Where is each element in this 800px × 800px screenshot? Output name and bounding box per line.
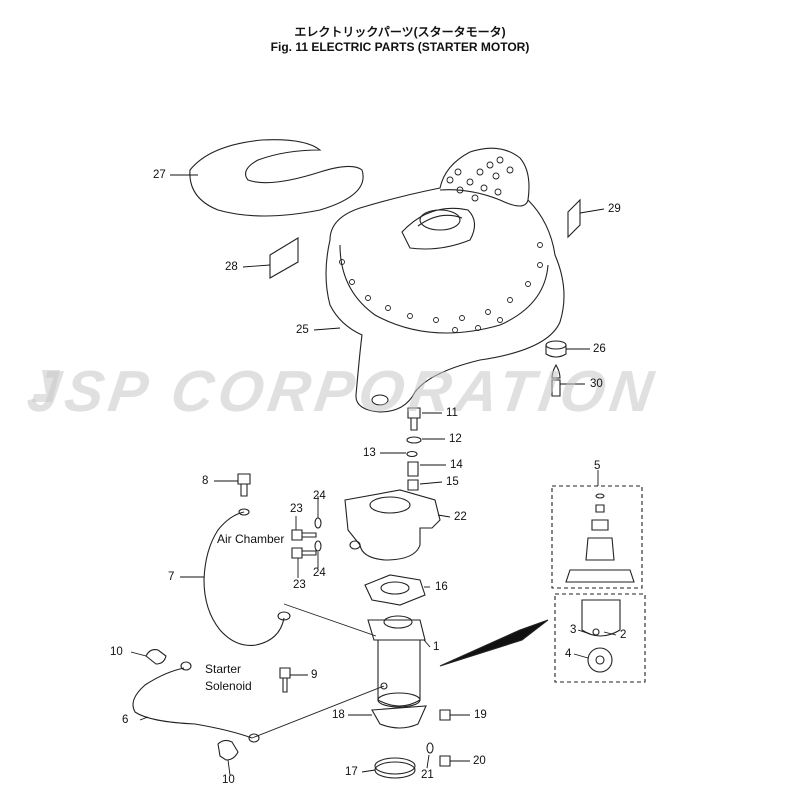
callout-16: 16 [435,581,448,593]
part-24-washer-a [314,517,322,529]
callout-19: 19 [474,709,487,721]
part-30-fitting [551,363,561,397]
callout-12: 12 [449,433,462,445]
part-18-bracket [371,705,427,729]
callout-1: 1 [433,641,440,653]
part-4-plate [587,647,613,673]
callout-26: 26 [593,343,606,355]
title-english: Fig. 11 ELECTRIC PARTS (STARTER MOTOR) [270,40,530,54]
callout-30: 30 [590,378,603,390]
callout-3: 3 [570,624,577,636]
callout-11: 11 [446,407,458,419]
part-20-bolt [439,755,451,767]
part-10-cap-b [217,739,239,761]
callout-27: 27 [153,169,166,181]
callout-25: 25 [296,324,309,336]
callout-7: 7 [168,571,175,583]
callout-17: 17 [345,766,358,778]
callout-2: 2 [620,629,627,641]
exploded-view-box-5 [551,485,643,589]
callout-arrow [439,619,549,667]
part-29-label [567,198,581,239]
callout-6: 6 [122,714,129,726]
callout-22: 22 [454,511,467,523]
callout-9: 9 [311,669,318,681]
part-17-band [374,761,416,779]
callout-21: 21 [421,769,434,781]
solenoid-label: Solenoid [205,679,252,693]
exploded-view-box-2-4 [554,593,646,683]
callout-18: 18 [332,709,345,721]
callout-13: 13 [363,447,376,459]
callout-15: 15 [446,476,459,488]
air-chamber-label: Air Chamber [217,532,285,546]
callout-4: 4 [565,648,572,660]
part-21-washer [426,742,434,754]
part-12-washer [406,436,422,444]
callout-10-upper: 10 [110,646,123,658]
part-11-bolt [407,407,421,431]
callout-20: 20 [473,755,486,767]
part-25-cover [325,147,565,413]
callout-14: 14 [450,459,463,471]
part-27-sheet [189,139,364,217]
watermark-text: JSP CORPORATION [23,359,662,424]
part-7-hose [203,511,285,646]
part-6-cable [132,667,253,739]
callout-8: 8 [202,475,209,487]
part-19-bolt [439,709,451,721]
part-9-bolt [279,667,291,693]
part-23-bolt-b [291,547,317,559]
part-15-nut [407,479,419,491]
part-26-grommet [545,340,567,358]
part-28-label [269,237,299,279]
title-japanese: エレクトリックパーツ(スタータモータ) [294,25,506,39]
callout-29: 29 [608,203,621,215]
part-10-cap-a [145,649,167,665]
callout-24-lower: 24 [313,567,326,579]
callout-23-lower: 23 [293,579,306,591]
part-13-washer [406,450,418,458]
part-3-brush [581,599,621,637]
callout-24-upper: 24 [313,490,326,502]
callout-5: 5 [594,460,601,472]
part-22-bracket [344,489,441,561]
callout-10-lower: 10 [222,774,235,786]
starter-label: Starter [205,662,242,676]
part-14-collar [407,461,419,477]
callout-23-upper: 23 [290,503,303,515]
jsp-logo-mark [32,370,60,402]
part-16-gasket [364,574,426,606]
callout-28: 28 [225,261,238,273]
part-1-starter-motor [367,615,426,708]
part-23-bolt-a [291,529,317,541]
part-5-drive [565,493,635,583]
part-8-bolt [237,473,251,497]
part-24-washer-b [314,540,322,552]
